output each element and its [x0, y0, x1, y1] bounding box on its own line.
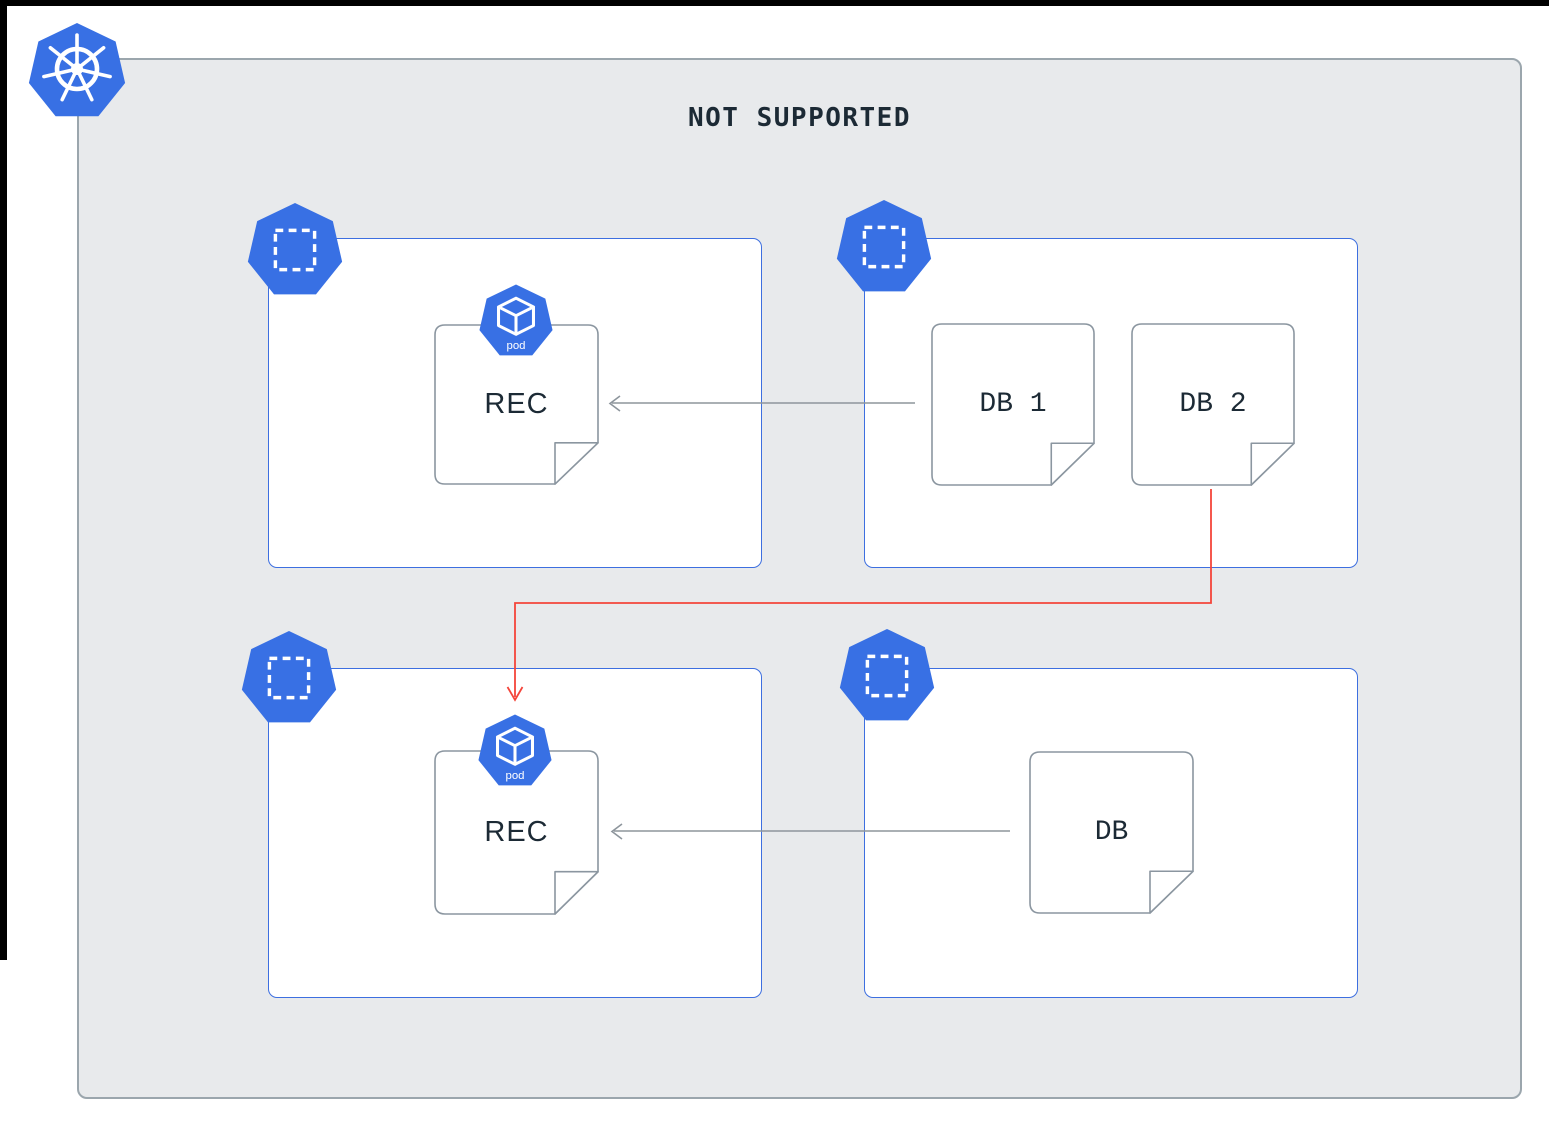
namespace-box-bottom-right: DB — [839, 628, 1358, 998]
file-db1: DB 1 — [931, 323, 1095, 486]
file-db: DB — [1029, 751, 1194, 914]
file-label: DB 1 — [979, 389, 1047, 420]
namespace-icon — [241, 630, 337, 723]
namespace-icon — [247, 202, 343, 295]
file-label: REC — [484, 388, 549, 420]
kubernetes-logo-icon — [28, 23, 126, 117]
file-label: REC — [484, 816, 549, 848]
file-label: DB — [1094, 817, 1129, 848]
pod-icon: pod — [478, 714, 552, 786]
namespace-icon — [836, 199, 932, 292]
pod-badge-label: pod — [505, 770, 524, 782]
left-black-edge — [0, 0, 7, 960]
namespace-box-top-right: DB 1 DB 2 — [836, 199, 1358, 568]
pod-icon: pod — [479, 284, 553, 356]
top-black-edge — [0, 0, 1549, 6]
file-label: DB 2 — [1179, 389, 1247, 420]
page-title: NOT SUPPORTED — [688, 103, 911, 133]
file-rec-top: REC — [434, 324, 599, 485]
file-db2: DB 2 — [1131, 323, 1295, 486]
namespace-box-bottom-left: REC pod — [241, 630, 762, 998]
namespace-box-top-left: REC pod — [247, 202, 762, 568]
namespace-icon — [839, 628, 935, 721]
file-rec-bottom: REC — [434, 750, 599, 915]
pod-badge-label: pod — [506, 340, 525, 352]
